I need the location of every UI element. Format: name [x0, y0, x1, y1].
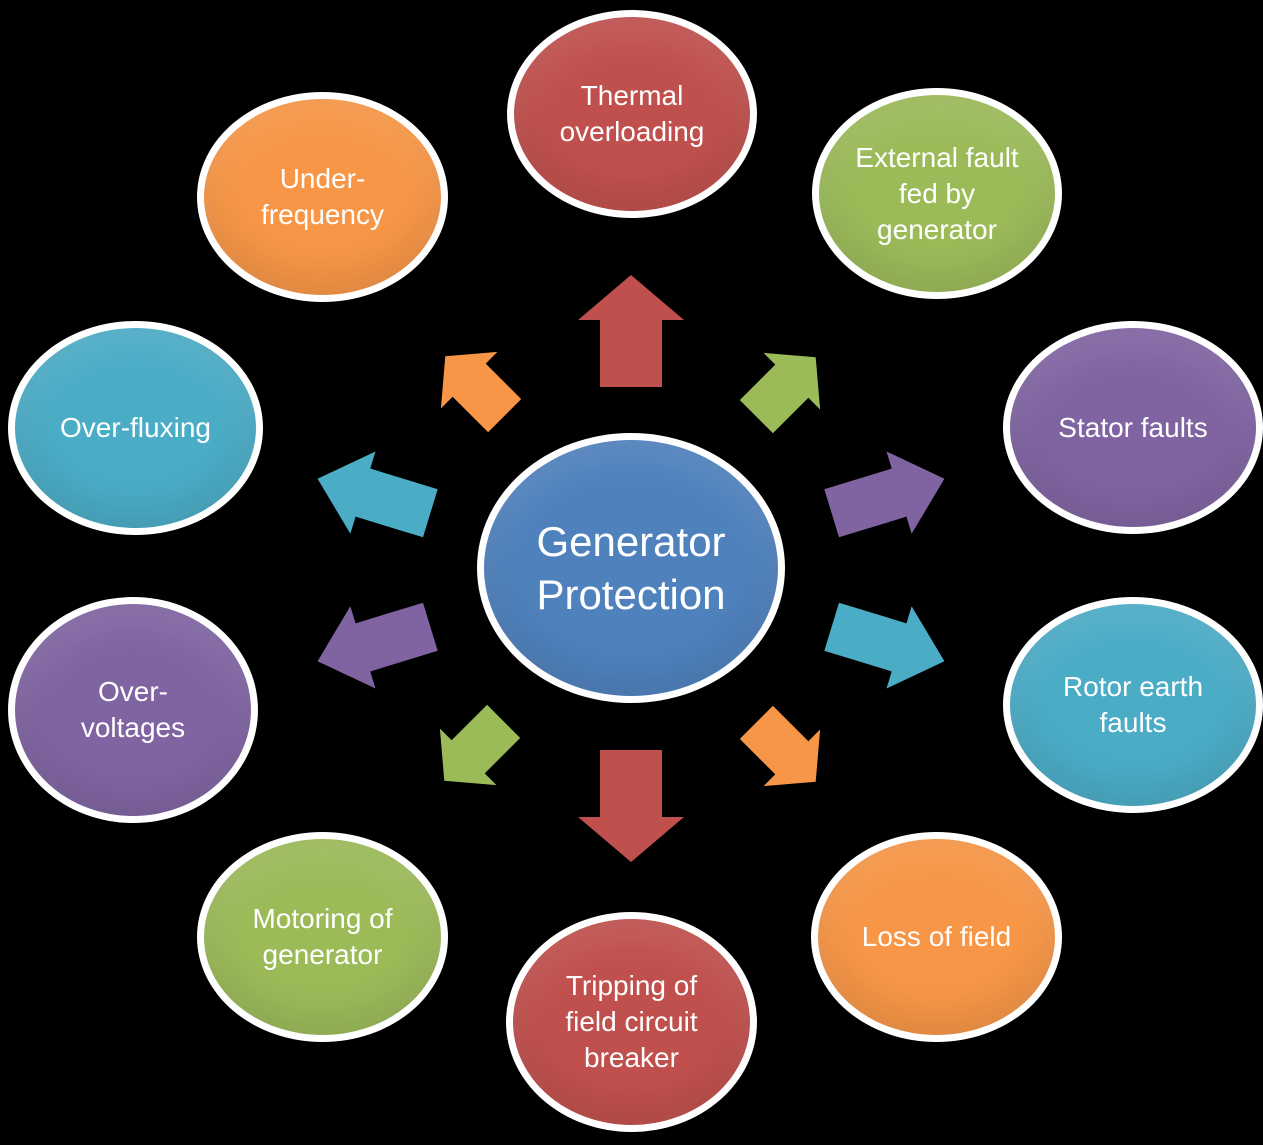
- node-loss-of-field: Loss of field: [811, 832, 1062, 1042]
- arrow-shape: [578, 750, 684, 862]
- node-label: Rotor earth faults: [1062, 671, 1204, 738]
- node-over-fluxing: Over-fluxing: [8, 321, 263, 535]
- node-tripping-field-breaker: Tripping of field circuit breaker: [506, 912, 757, 1132]
- node-external-fault: External fault fed by generator: [812, 88, 1062, 299]
- arrow-shape: [317, 451, 438, 538]
- arrow-tripping-field-breaker: [578, 750, 684, 862]
- arrow-external-fault: [728, 329, 844, 445]
- arrow-shape: [739, 352, 821, 434]
- arrow-shape: [824, 602, 945, 689]
- node-label: Generator Protection: [536, 518, 726, 618]
- arrow-thermal-overloading: [578, 275, 684, 387]
- node-label: Over-fluxing: [60, 412, 211, 443]
- node-label: Thermal overloading: [559, 80, 705, 147]
- node-label: Loss of field: [861, 921, 1012, 952]
- arrow-loss-of-field: [728, 694, 844, 810]
- node-label: Motoring of generator: [252, 903, 393, 970]
- node-generator-protection: Generator Protection: [477, 433, 785, 703]
- node-label: Under- frequency: [261, 163, 384, 230]
- arrow-under-frequency: [417, 328, 533, 444]
- node-motoring-of-generator: Motoring of generator: [197, 832, 448, 1042]
- arrow-shape: [824, 451, 945, 538]
- node-label: Over- voltages: [80, 676, 186, 743]
- node-under-frequency: Under- frequency: [197, 92, 448, 302]
- arrow-shape: [317, 602, 438, 689]
- node-thermal-overloading: Thermal overloading: [507, 10, 757, 218]
- arrow-over-voltages: [305, 586, 443, 703]
- node-label: Stator faults: [1058, 411, 1208, 443]
- arrow-rotor-earth-faults: [819, 586, 957, 703]
- node-stator-faults: Stator faults: [1003, 321, 1263, 534]
- node-label: Tripping of field circuit breaker: [565, 970, 698, 1073]
- arrow-shape: [739, 705, 821, 787]
- arrow-over-fluxing: [305, 438, 443, 555]
- arrow-shape: [578, 275, 684, 387]
- arrow-motoring-of-generator: [416, 693, 532, 809]
- arrow-shape: [440, 351, 522, 433]
- node-rotor-earth-faults: Rotor earth faults: [1003, 597, 1263, 813]
- arrow-shape: [439, 704, 521, 786]
- arrow-stator-faults: [819, 438, 957, 555]
- node-over-voltages: Over- voltages: [8, 597, 258, 823]
- node-label: External fault fed by generator: [855, 141, 1019, 245]
